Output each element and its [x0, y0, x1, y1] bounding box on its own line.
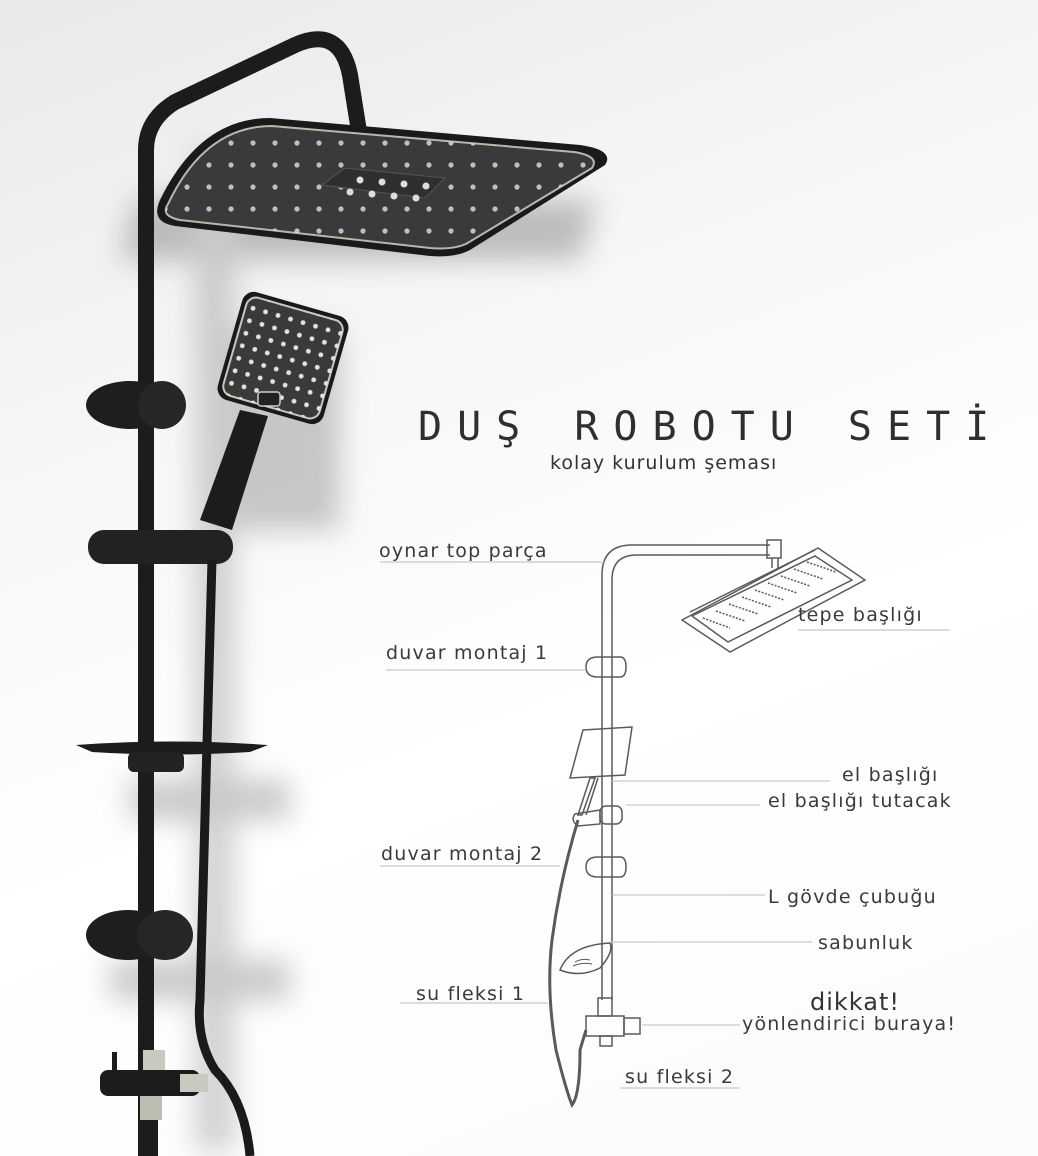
diagram-overhead-head: [680, 547, 867, 653]
label-l-govde-cubugu: L gövde çubuğu: [768, 886, 937, 908]
diagram-hose: [548, 819, 588, 1108]
label-su-fleksi-2: su fleksi 2: [625, 1066, 735, 1088]
diagram-soap-dish: [559, 942, 612, 975]
diagram-ball-joint: [766, 539, 782, 559]
label-oynar-top-parca: oynar top parça: [379, 540, 548, 562]
diagram-diverter: [585, 997, 641, 1047]
label-dikkat: dikkat!: [810, 988, 901, 1016]
product-photo: [76, 31, 608, 1156]
overhead-shower-head: [157, 118, 608, 257]
label-sabunluk: sabunluk: [818, 932, 914, 954]
diverter-valve: [100, 1050, 208, 1156]
page-title: DUŞ ROBOTU SETİ: [418, 404, 1005, 450]
hose: [194, 559, 255, 1156]
page-subtitle: kolay kurulum şeması: [550, 452, 778, 474]
label-duvar-montaj-2: duvar montaj 2: [381, 843, 544, 865]
label-yonlendirici: yönlendirici buraya!: [742, 1013, 957, 1035]
main-rail: [138, 31, 370, 1156]
label-el-basligi-tutacak: el başlığı tutacak: [768, 790, 952, 812]
hand-shower-holder: [88, 530, 233, 564]
label-duvar-montaj-1: duvar montaj 1: [386, 642, 549, 664]
diagram-rail: [601, 544, 770, 1000]
diagram-hand-head: [569, 726, 633, 779]
diagram-wall-mount-2: [585, 856, 627, 878]
label-tepe-basligi: tepe başlığı: [798, 604, 923, 626]
label-su-fleksi-1: su fleksi 1: [416, 983, 526, 1005]
diagram-hand-holder: [572, 809, 601, 827]
diagram-wall-mount-1: [585, 656, 627, 678]
label-el-basligi: el başlığı: [842, 764, 939, 786]
hand-shower: [200, 291, 349, 530]
soap-dish: [76, 741, 268, 772]
